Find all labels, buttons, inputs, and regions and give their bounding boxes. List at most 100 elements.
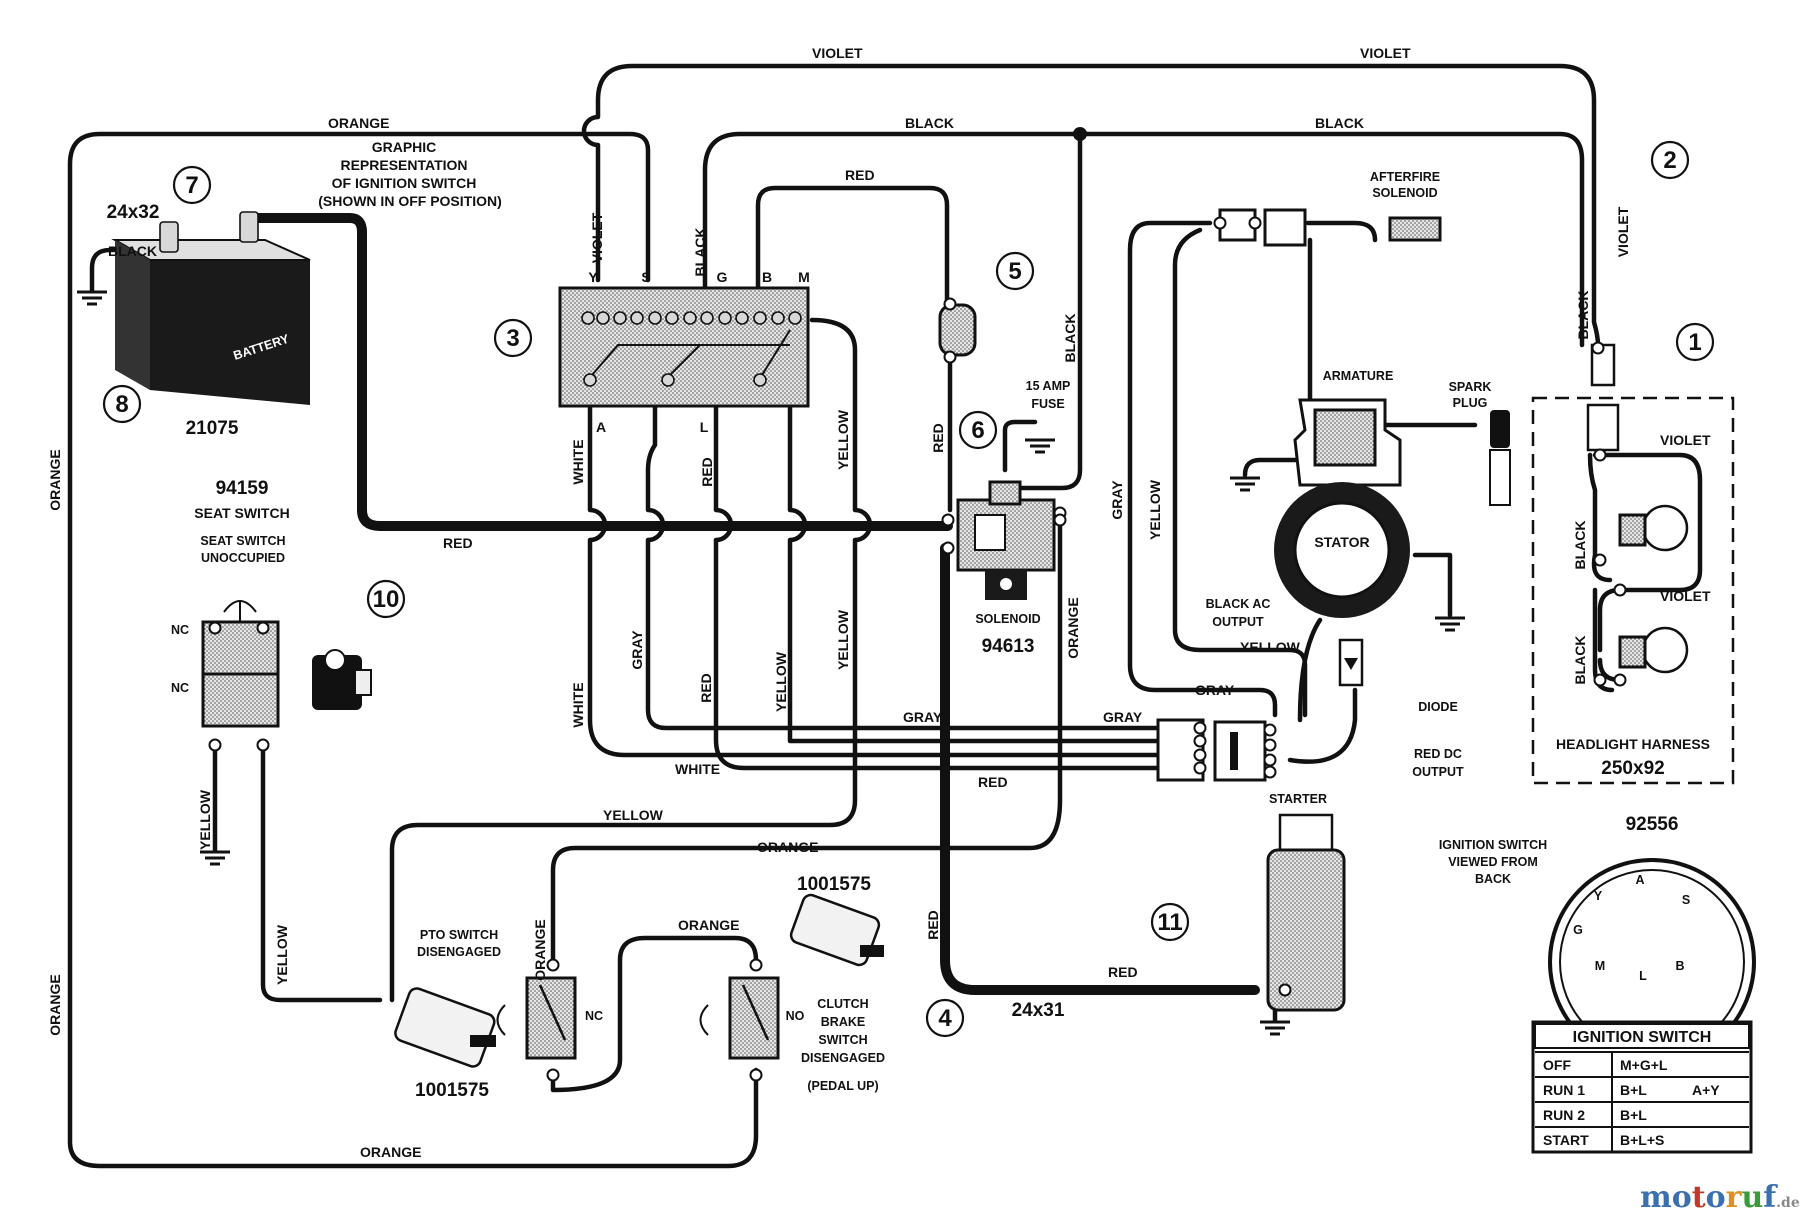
wire-label-red-battery: RED: [443, 535, 473, 551]
wire-label-red-horizontal: RED: [978, 774, 1008, 790]
label-seat-state-2: UNOCCUPIED: [201, 551, 285, 565]
label-fuse-1: 15 AMP: [1026, 379, 1071, 393]
wire-label-gray-horizontal: GRAY: [903, 709, 943, 725]
label-clutch-1: CLUTCH: [817, 997, 868, 1011]
wire-label-yellow-lower: YELLOW: [835, 609, 851, 670]
wire-red-top: [755, 185, 950, 303]
label-back-m: M: [1595, 959, 1605, 973]
label-solenoid-part: 94613: [982, 636, 1035, 657]
wire-label-black-battery: BLACK: [108, 243, 157, 259]
label-ign-part: 92556: [1626, 814, 1679, 835]
label-battery-part: 21075: [186, 418, 239, 439]
label-clutch-2: BRAKE: [821, 1015, 865, 1029]
wire-label-yellow-seat-lower: YELLOW: [274, 924, 290, 985]
label-battery-size: 24x32: [107, 202, 160, 223]
callout-number: 8: [115, 391, 128, 418]
row-position: START: [1543, 1132, 1589, 1148]
wire-label-orange-bottom: ORANGE: [360, 1144, 421, 1160]
wire-stator-ground: [1412, 552, 1453, 618]
wire-label-gray-vertical: GRAY: [629, 630, 645, 670]
wire-red-starter: [940, 543, 1260, 995]
label-clutch-part: 1001575: [797, 874, 871, 895]
label-spark-1: SPARK: [1449, 380, 1492, 394]
callout-number: 2: [1663, 147, 1676, 174]
wire-label-orange-solenoid-vertical: ORANGE: [1065, 597, 1081, 658]
label-starter-cable: 24x31: [1012, 1000, 1065, 1021]
wire-label-orange-left-lower: ORANGE: [47, 974, 63, 1035]
label-back-g: G: [1573, 923, 1583, 937]
wire-label-orange-pto-vertical: ORANGE: [532, 919, 548, 980]
wire-label-violet-top-right: VIOLET: [1360, 45, 1411, 61]
callout-number: 3: [506, 325, 519, 352]
headlight-bulb-1: [1618, 504, 1689, 552]
callout-number: 1: [1688, 329, 1701, 356]
callout-4: 4: [925, 998, 965, 1038]
wire-gray-left: [645, 377, 1168, 731]
label-ign-view-1: IGNITION SWITCH: [1439, 838, 1547, 852]
wire-label-yellow-middle: YELLOW: [773, 651, 789, 712]
label-black-ac-2: OUTPUT: [1212, 615, 1264, 629]
callout-number: 11: [1157, 909, 1182, 936]
label-fuse-2: FUSE: [1031, 397, 1064, 411]
wire-label-red-fuse-vertical: RED: [930, 423, 946, 453]
callout-10: 10: [366, 579, 406, 619]
callout-number: 6: [971, 417, 984, 444]
callout-5: 5: [995, 251, 1035, 291]
seat-switch: [201, 600, 280, 728]
wire-label-black-fuse-vertical: BLACK: [1062, 314, 1078, 363]
label-spark-2: PLUG: [1453, 396, 1488, 410]
label-back-y: Y: [1594, 889, 1603, 903]
label-black-ac-1: BLACK AC: [1206, 597, 1271, 611]
wire-label-orange-top: ORANGE: [328, 115, 389, 131]
label-back-l: L: [1639, 969, 1647, 983]
wire-headlight-black: [1587, 452, 1615, 693]
label-clutch-5: (PEDAL UP): [807, 1079, 878, 1093]
wire-yellow-seat-pto: [260, 742, 383, 1003]
row-position: RUN 1: [1543, 1082, 1585, 1098]
wire-label-violet-right-vertical: VIOLET: [1615, 206, 1631, 257]
watermark-logo: motoruf.de: [1640, 1180, 1800, 1215]
wire-red-battery: [245, 213, 953, 531]
connection-nodes: [208, 216, 1627, 1082]
afterfire-connector: [1218, 208, 1442, 247]
label-clutch-4: DISENGAGED: [801, 1051, 885, 1065]
callout-numbers: 1 2 3 4 5 6 7 8 10 11: [102, 140, 1715, 1038]
label-graphic-rep-1: GRAPHIC: [372, 139, 437, 155]
wire-red-dc-output: [1287, 687, 1358, 764]
battery: BATTERY: [111, 211, 311, 405]
wire-label-yellow-engine-horizontal: YELLOW: [1240, 639, 1301, 655]
headlight-harness: [1531, 343, 1735, 785]
wire-afterfire: [1305, 220, 1378, 243]
wire-label-orange-left-upper: ORANGE: [47, 449, 63, 510]
wire-black-ac-output: [1297, 237, 1323, 723]
wire-label-red-switch-upper: RED: [699, 457, 715, 487]
clutch-brake-switch: [699, 976, 780, 1060]
label-red-dc-1: RED DC: [1414, 747, 1462, 761]
label-ign-view-2: VIEWED FROM: [1448, 855, 1538, 869]
label-graphic-rep-4: (SHOWN IN OFF POSITION): [318, 193, 502, 209]
label-harness-part: 250x92: [1601, 758, 1664, 779]
seat-switch-photo: [312, 649, 372, 710]
wire-label-gray-engine: GRAY: [1109, 480, 1125, 520]
ground-symbols: [77, 290, 1465, 1036]
table-row: RUN 1 B+L A+Y: [1535, 1076, 1749, 1102]
wire-orange-outer: [67, 131, 759, 1169]
label-pto-2: DISENGAGED: [417, 945, 501, 959]
wire-label-white-horizontal: WHITE: [675, 761, 720, 777]
wire-label-yellow-upper: YELLOW: [835, 409, 851, 470]
wire-black-down: [1002, 131, 1083, 491]
ground-icon: [1230, 476, 1260, 492]
wire-label-orange-horizontal: ORANGE: [757, 839, 818, 855]
label-starter: STARTER: [1269, 792, 1327, 806]
stator: [1274, 482, 1410, 618]
wire-label-red-starter: RED: [1108, 964, 1138, 980]
row-extra: A+Y: [1692, 1082, 1720, 1098]
headlight-bulb-2: [1618, 626, 1689, 674]
callout-number: 7: [185, 172, 198, 199]
row-terminals: B+L: [1620, 1082, 1647, 1098]
black-junction-dot: [1073, 127, 1087, 141]
